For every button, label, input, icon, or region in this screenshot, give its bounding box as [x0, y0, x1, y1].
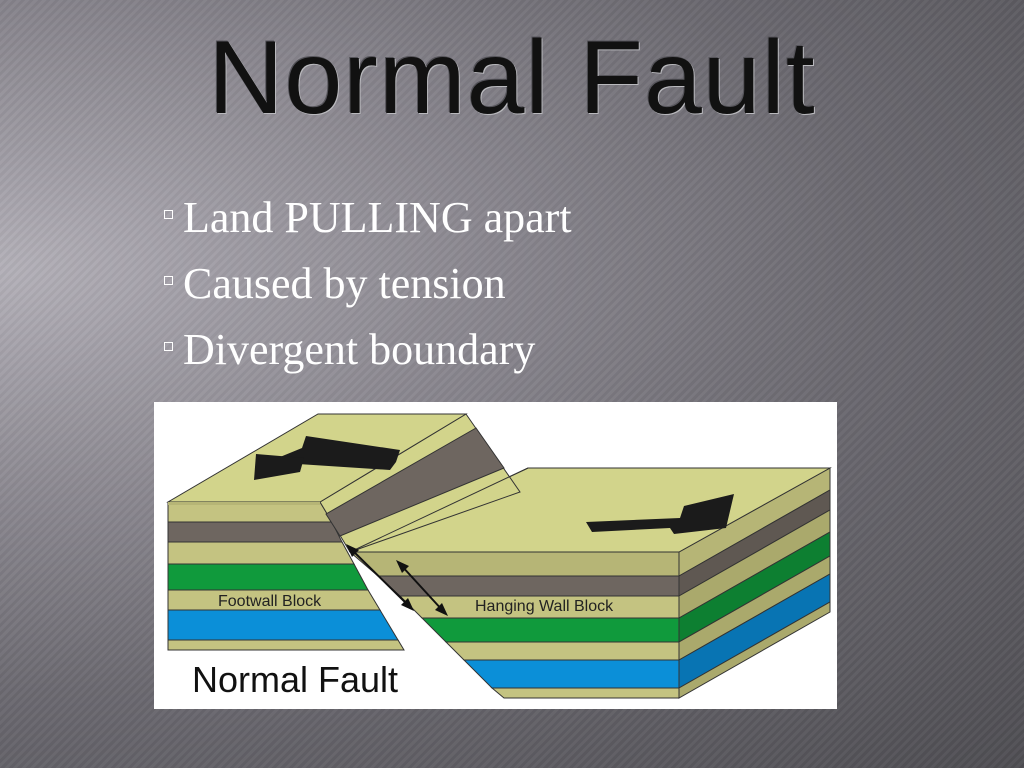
- footwall-layer-green: [167, 563, 369, 591]
- right-arrow-icon: [586, 494, 734, 534]
- footwall-layer-tan: [167, 541, 355, 565]
- bullet-item: Land PULLING apart: [160, 184, 760, 250]
- square-bullet-icon: [164, 341, 173, 351]
- diagram-caption: Normal Fault: [192, 659, 398, 700]
- hanging-wall-layer-green: [420, 617, 680, 643]
- hanging-wall-side-tan: [678, 601, 831, 699]
- hanging-wall-label: Hanging Wall Block: [475, 598, 614, 615]
- hanging-wall-layer-tan: [444, 641, 680, 661]
- left-arrow-icon-head: [254, 454, 304, 480]
- slide-title: Normal Fault: [208, 20, 816, 136]
- hanging-wall-layer-tan: [490, 687, 680, 699]
- hanging-wall-slip-arrow-icon: [396, 560, 448, 616]
- footwall-layer-blue: [167, 609, 399, 641]
- bullet-text: Caused by tension: [183, 258, 506, 308]
- square-bullet-icon: [164, 209, 173, 219]
- footwall-layer-brown: [167, 521, 343, 543]
- hanging-wall-layer-brown: [376, 575, 680, 597]
- hanging-wall-layer-blue: [462, 659, 680, 689]
- fault-block-svg: Footwall Block Hanging Wall Block Normal…: [166, 413, 832, 700]
- normal-fault-diagram: Footwall Block Hanging Wall Block Normal…: [154, 402, 837, 709]
- bullet-text: Land PULLING apart: [183, 192, 572, 242]
- fault-plane-brown: [325, 427, 505, 537]
- footwall-top-edge: [168, 502, 320, 505]
- bullet-text: Divergent boundary: [183, 324, 536, 374]
- footwall-label: Footwall Block: [218, 593, 322, 610]
- bullet-item: Caused by tension: [160, 250, 760, 316]
- bullet-list: Land PULLING apart Caused by tension Div…: [160, 184, 760, 382]
- footwall-slip-arrow-icon: [346, 544, 414, 611]
- footwall-layer-tan: [167, 639, 405, 651]
- bullet-item: Divergent boundary: [160, 316, 760, 382]
- square-bullet-icon: [164, 275, 173, 285]
